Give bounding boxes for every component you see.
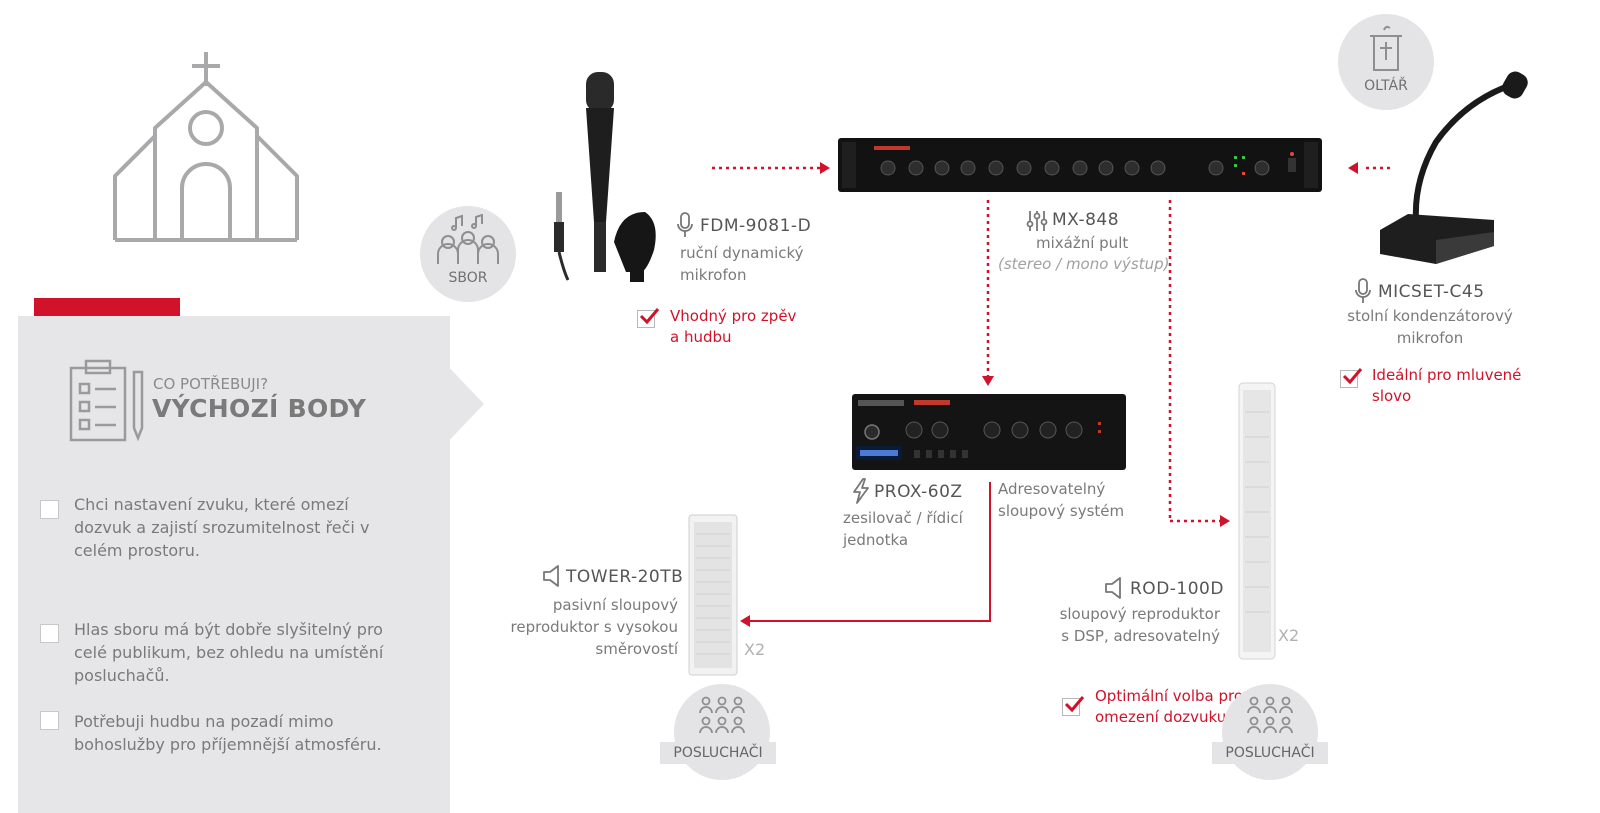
panel-item-3: Potřebuji hudbu na pozadí mimo bohoslužb… [74,712,382,754]
listeners-icon [699,696,745,734]
rod-speaker-image [1238,382,1276,660]
altar-zone [1338,14,1434,110]
checkbox-2[interactable] [40,624,59,643]
tower-description: pasivní sloupový reproduktor s vysokou s… [510,596,678,658]
listeners-label-left: POSLUCHAČI [660,742,776,764]
listeners-icon [1247,696,1293,734]
tower-speaker-image [688,514,738,676]
checklist-icon [69,359,144,442]
checkbox-1[interactable] [40,500,59,519]
mx-description-output: (stereo / mono výstup) [998,255,1170,273]
micset-description: stolní kondenzátorový mikrofon [1347,307,1513,347]
panel-subtitle: CO POTŘEBUJI? [153,375,269,393]
panel-title: VÝCHOZÍ BODY [152,394,367,423]
choir-zone [420,206,516,302]
checkbox-3[interactable] [40,711,59,730]
red-accent-bar [34,298,180,316]
checkmark-icon [1342,368,1363,385]
panel-item-1: Chci nastavení zvuku, které omezí dozvuk… [74,495,370,560]
mx-description: mixážní pult [1036,234,1129,252]
listeners-label-right: POSLUCHAČI [1212,742,1328,764]
mx-model: MX-848 [1052,210,1120,230]
starting-points-panel [18,316,450,813]
panel-arrow [440,358,484,450]
gooseneck-microphone-image [1380,71,1528,264]
mixer-image [838,138,1322,192]
tower-model: TOWER-20TB [566,567,684,587]
lightning-icon [853,478,869,504]
checkmark-icon [639,308,660,325]
fdm-description: ruční dynamický mikrofon [680,244,804,284]
speaker-icon [543,565,559,587]
church-icon [113,52,299,242]
micset-note: Ideální pro mluvené slovo [1372,366,1522,405]
rod-model: ROD-100D [1130,579,1224,599]
listeners-zone-left [674,684,770,780]
fdm-note: Vhodný pro zpěv a hudbu [670,307,797,346]
rod-note: Optimální volba pro omezení dozvuku [1095,687,1244,726]
handheld-microphone-image [554,72,656,282]
choir-icon [437,214,499,264]
microphone-icon [677,212,693,237]
fdm-model: FDM-9081-D [700,216,812,236]
listeners-zone-right [1222,684,1318,780]
panel-item-2: Hlas sboru má být dobře slyšitelný pro c… [74,620,384,685]
mixer-faders-icon [1026,211,1048,231]
speaker-icon [1105,577,1121,599]
rod-quantity: X2 [1278,626,1300,645]
altar-icon [1370,25,1402,71]
micset-model: MICSET-C45 [1378,282,1485,302]
prox-model: PROX-60Z [874,482,963,502]
checkmark-icon [1064,696,1085,713]
altar-label: OLTÁŘ [1364,78,1408,94]
rod-description: sloupový reproduktor s DSP, adresovateln… [1059,605,1220,645]
tower-quantity: X2 [744,640,766,659]
microphone-icon [1355,278,1371,303]
addressable-system-label: Adresovatelný sloupový systém [998,480,1125,520]
prox-description: zesilovač / řídicí jednotka [843,509,963,549]
choir-label: SBOR [448,270,488,286]
amplifier-image [852,394,1126,470]
